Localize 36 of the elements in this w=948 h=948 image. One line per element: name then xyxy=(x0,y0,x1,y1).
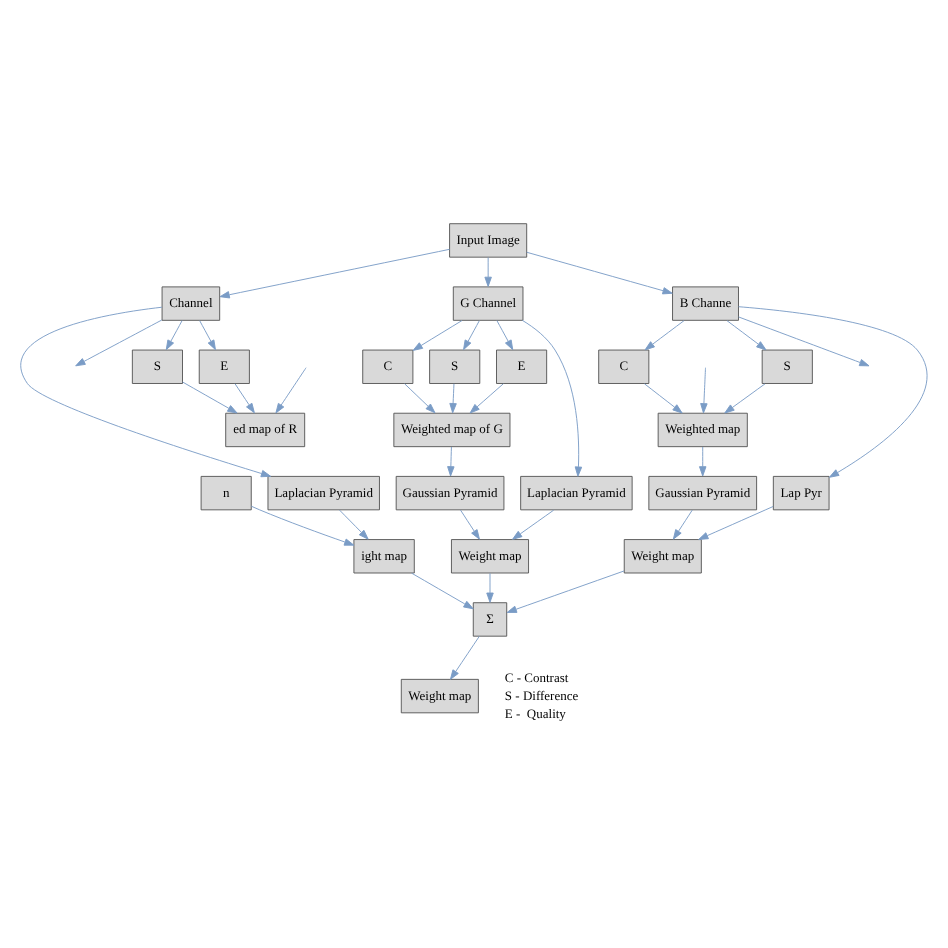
arrow xyxy=(234,382,255,413)
arrow xyxy=(199,319,216,350)
arrow xyxy=(512,508,555,539)
arrow xyxy=(644,319,685,350)
arrow xyxy=(726,319,767,350)
arrow xyxy=(506,569,625,612)
arrow xyxy=(20,305,272,477)
arrow xyxy=(496,319,514,350)
arrow xyxy=(672,508,693,539)
arrow xyxy=(460,508,480,539)
arrow xyxy=(219,247,451,298)
arrow xyxy=(449,382,457,413)
arrow xyxy=(339,508,369,539)
arrow xyxy=(738,305,928,477)
arrow xyxy=(738,315,870,366)
arrow xyxy=(275,366,307,413)
arrow xyxy=(486,571,494,602)
arrow xyxy=(463,319,480,350)
arrow xyxy=(165,319,183,350)
arrow xyxy=(644,382,683,413)
arrow xyxy=(182,380,238,413)
arrow xyxy=(411,571,474,609)
arrow xyxy=(521,318,583,476)
arrow xyxy=(447,445,455,476)
arrow xyxy=(699,445,707,476)
arrow xyxy=(484,256,492,286)
arrow xyxy=(469,382,504,413)
arrow xyxy=(412,319,463,350)
arrow xyxy=(526,250,673,294)
arrow xyxy=(724,382,766,413)
arrow xyxy=(698,505,774,539)
arrow xyxy=(75,318,163,366)
arrow xyxy=(450,634,480,679)
arrow xyxy=(700,366,708,413)
arrow xyxy=(250,504,355,545)
arrow xyxy=(404,382,436,413)
